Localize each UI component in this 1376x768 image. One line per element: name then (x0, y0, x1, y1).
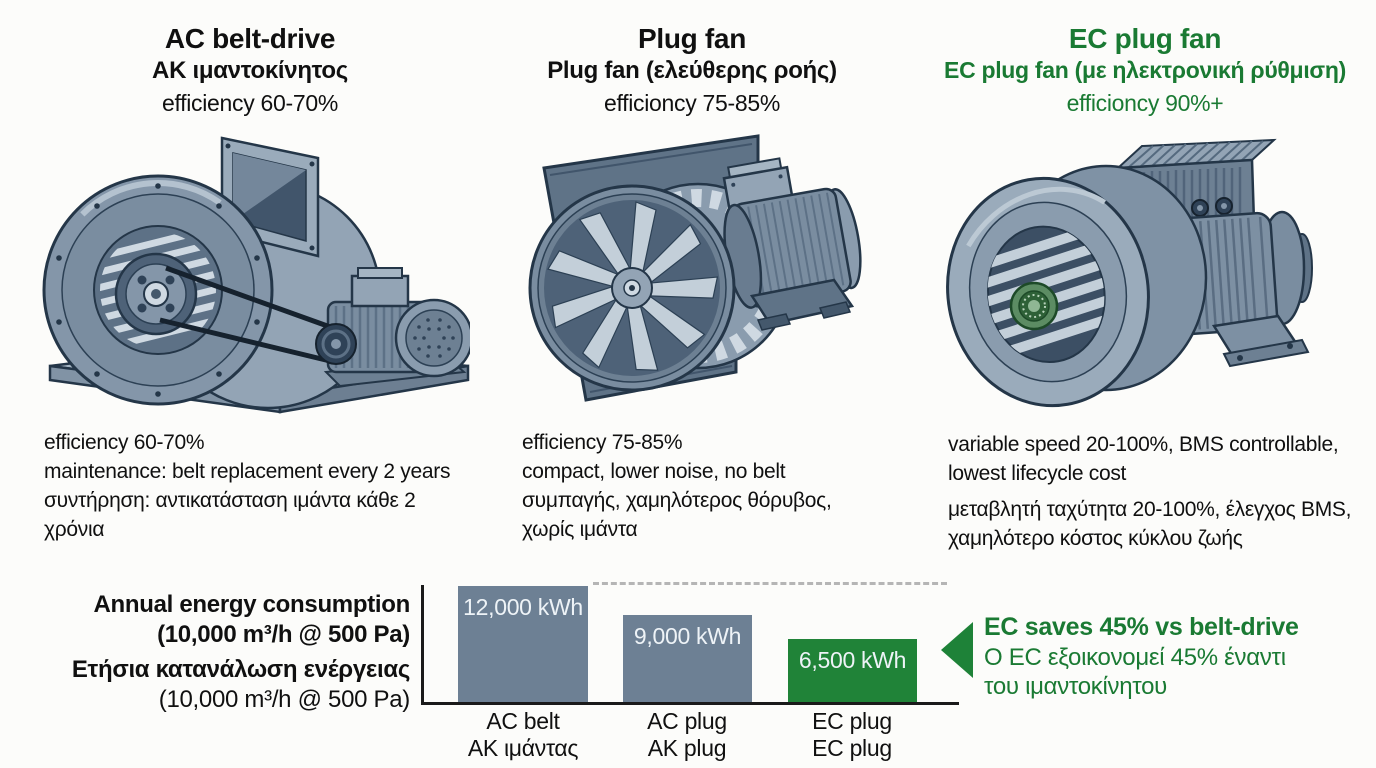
title-gr: Plug fan (ελεύθερης ροής) (547, 57, 837, 84)
category-label-ec-plug: EC plug EC plug (767, 708, 937, 762)
title-en: Plug fan (637, 23, 747, 54)
bar-value-label: 12,000 kWh (463, 594, 583, 620)
desc-line: μεταβλητή ταχύτητα 20-100%, έλεγχος BMS, (948, 498, 1352, 521)
ac-belt-drive-fan-illustration (42, 136, 470, 414)
column-title-ec-plug-fan: EC plug fan EC plug fan (με ηλεκτρονική … (925, 22, 1365, 120)
category-line-gr: ΑΚ plug (647, 735, 727, 761)
cable-connectors (1191, 197, 1233, 217)
bar-ec-plug: 6,500 kWh (788, 639, 917, 702)
description-plug-fan: efficiency 75-85% compact, lower noise, … (522, 428, 922, 544)
description-ec-plug-fan: variable speed 20-100%, BMS controllable… (948, 430, 1376, 553)
column-title-plug-fan: Plug fan Plug fan (ελεύθερης ροής) effic… (472, 22, 912, 120)
plug-fan-motor (722, 157, 862, 331)
terminal-box (350, 274, 410, 308)
reference-dashed-line (593, 582, 947, 585)
energy-consumption-chart: 12,000 kWh 9,000 kWh 6,500 kWh (421, 585, 959, 705)
desc-line: efficiency 75-85% (522, 431, 683, 454)
title-en: EC plug fan (1068, 23, 1222, 54)
chart-title-line: (10,000 m³/h @ 500 Pa) (157, 621, 410, 648)
left-arrow-icon (941, 622, 973, 678)
hub-pulley (114, 252, 198, 336)
category-line-en: EC plug (812, 708, 892, 734)
chart-title-line: (10,000 m³/h @ 500 Pa) (158, 686, 411, 713)
category-line-en: AC plug (647, 708, 727, 734)
desc-line: χρόνια (44, 518, 105, 541)
bar-value-label: 9,000 kWh (633, 623, 742, 649)
chart-title-line: Ετήσια κατανάλωση ενέργειας (71, 656, 410, 683)
title-gr: ΑΚ ιμαντοκίνητος (152, 57, 348, 84)
category-line-en: AC belt (486, 708, 560, 734)
plug-fan-illustration (528, 134, 862, 402)
bar-ac-belt: 12,000 kWh (458, 586, 588, 702)
title-gr: EC plug fan (με ηλεκτρονική ρύθμιση) (944, 57, 1346, 83)
ac-motor (323, 267, 470, 388)
motor-pulley (315, 323, 357, 365)
desc-line: χωρίς ιμάντα (522, 518, 638, 541)
bar-value-label: 6,500 kWh (798, 647, 907, 673)
drive-belt (159, 265, 334, 364)
fan-front-disc (42, 174, 274, 406)
chart-title: Annual energy consumption (10,000 m³/h @… (18, 590, 410, 715)
description-ac-belt-drive: efficiency 60-70% maintenance: belt repl… (44, 428, 514, 544)
title-en: AC belt-drive (164, 23, 336, 54)
efficiency-line: efficioncy 90%+ (1066, 90, 1224, 116)
category-line-gr: ΑΚ ιμάντας (467, 735, 579, 761)
ec-savings-annotation: EC saves 45% vs belt-drive Ο EC εξοικονο… (984, 611, 1299, 701)
bar-ac-plug: 9,000 kWh (623, 615, 752, 702)
ec-plug-fan-illustration (946, 138, 1313, 408)
desc-line: efficiency 60-70% (44, 431, 205, 454)
annotation-line: Ο EC εξοικονομεί 45% έναντι (984, 644, 1286, 671)
annotation-line: EC saves 45% vs belt-drive (984, 613, 1299, 641)
desc-line: compact, lower noise, no belt (522, 460, 786, 483)
open-impeller (528, 184, 736, 392)
motor-feet (749, 278, 855, 326)
desc-line: maintenance: belt replacement every 2 ye… (44, 460, 451, 483)
desc-line: συντήρηση: αντικατάσταση ιμάντα κάθε 2 (44, 489, 416, 512)
category-label-ac-belt: AC belt ΑΚ ιμάντας (438, 708, 608, 762)
desc-line: συμπαγής, χαμηλότερος θόρυβος, (522, 489, 832, 512)
efficiency-line: efficioncy 75-85% (603, 90, 781, 116)
category-label-ac-plug: AC plug ΑΚ plug (602, 708, 772, 762)
bolt-ring (56, 183, 260, 397)
chart-title-line: Annual energy consumption (93, 591, 410, 618)
column-title-ac-belt-drive: AC belt-drive ΑΚ ιμαντοκίνητος efficienc… (30, 22, 470, 120)
efficiency-line: efficiency 60-70% (161, 90, 339, 116)
category-line-gr: EC plug (812, 735, 892, 761)
desc-line: χαμηλότερο κόστος κύκλου ζωής (948, 527, 1243, 550)
impeller-drum (946, 164, 1208, 408)
desc-line: variable speed 20-100%, BMS controllable… (948, 433, 1339, 456)
end-cap-grille-dots (413, 318, 455, 358)
desc-line: lowest lifecycle cost (948, 462, 1127, 485)
annotation-line: του ιμαντοκίνητου (984, 673, 1167, 700)
ec-hub-green (1009, 281, 1059, 331)
outlet-duct (220, 136, 320, 258)
